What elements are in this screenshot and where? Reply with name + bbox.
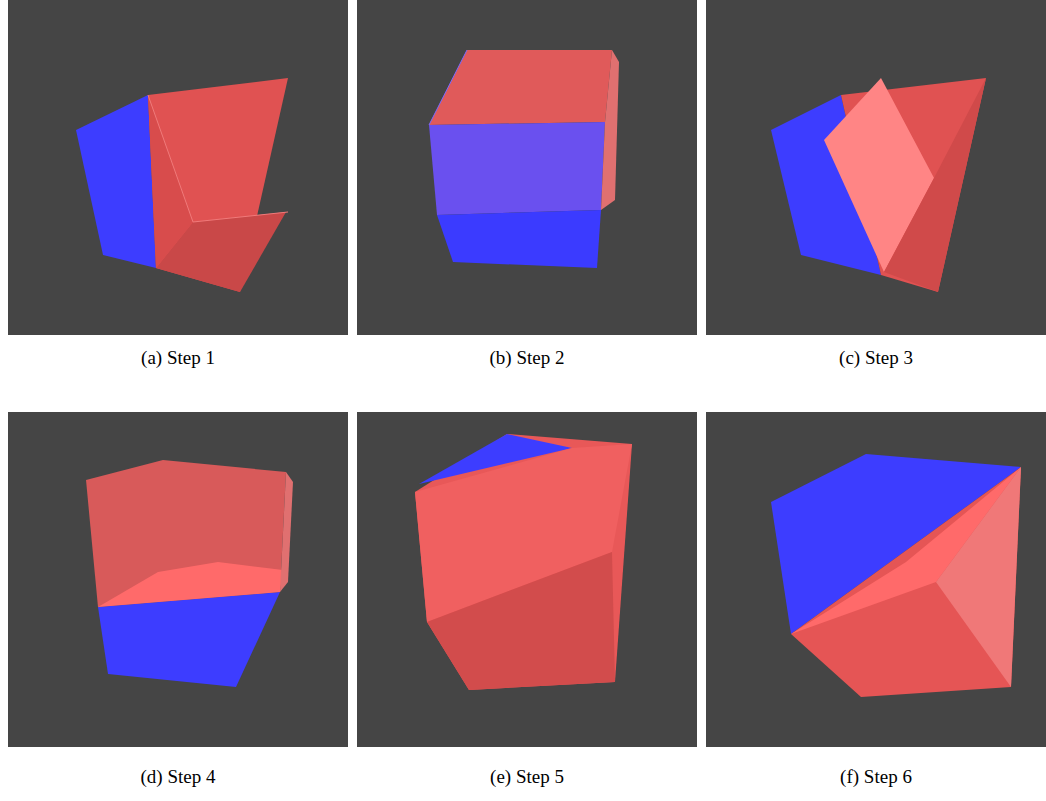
cube-render [357, 0, 697, 335]
panel-caption: (a) Step 1 [141, 347, 215, 370]
panel-caption: (d) Step 4 [141, 766, 216, 789]
cube-render [706, 412, 1046, 747]
cube-render [706, 0, 1046, 335]
cube-render [8, 0, 348, 335]
panel-caption: (b) Step 2 [490, 347, 565, 370]
cube-render [8, 412, 348, 747]
panel-caption: (e) Step 5 [490, 766, 564, 789]
panel-caption: (c) Step 3 [839, 347, 913, 370]
cube-render [357, 412, 697, 747]
panel-caption: (f) Step 6 [840, 766, 912, 789]
